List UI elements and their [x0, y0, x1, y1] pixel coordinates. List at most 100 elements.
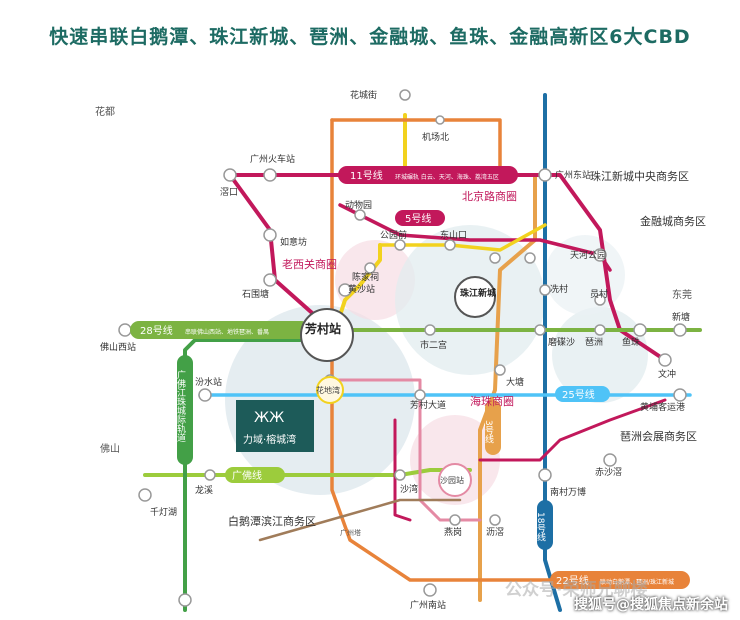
label-beicun: 员村	[590, 288, 608, 300]
dot-huangpu	[673, 388, 687, 402]
dot-longxi	[204, 469, 216, 481]
badge-22	[550, 571, 690, 589]
label-yuzhu: 鱼珠	[622, 336, 640, 348]
label-dongshankou: 东山口	[440, 229, 467, 241]
dot-huacheng	[399, 89, 411, 101]
dot-beicun	[594, 294, 606, 306]
place-jrc: 金融城商务区	[640, 214, 706, 228]
place-gztower: 广州塔	[340, 528, 361, 537]
dot-gzhz	[263, 168, 277, 182]
place-huadu: 花都	[95, 105, 115, 118]
station-dots	[118, 89, 687, 607]
badge-11-text: 11号线	[350, 169, 383, 182]
line-dark-path	[258, 498, 462, 542]
label-huacheng: 花城街	[350, 89, 377, 101]
label-chisha: 赤沙滘	[595, 467, 622, 478]
label-fenshui: 汾水站	[195, 376, 222, 388]
place-zjxc-cbd: 珠江新城中央商务区	[590, 169, 689, 183]
badge-5-text: 5号线	[405, 212, 431, 225]
project-name: 力域·榕城湾	[243, 433, 296, 446]
hub-fangcun-circle	[300, 308, 354, 362]
dot-yangji	[489, 252, 501, 264]
hub-zjxc-label: 珠江新城	[460, 287, 496, 299]
dot-gzdz	[538, 168, 552, 182]
label-jinhu: 陈家祠	[352, 271, 379, 283]
place-baietan: 白鹅潭滨江商务区	[228, 514, 316, 528]
label-gzhz: 广州火车站	[250, 153, 295, 165]
badge-11-note: 环城碾轨 白云、天河、海珠、荔湾五区	[395, 173, 499, 181]
line-11-left	[228, 173, 322, 322]
place-dongguan: 东莞	[672, 288, 692, 301]
badge-25	[555, 386, 610, 402]
dot-ruyi	[263, 228, 277, 242]
place-foshan: 佛山	[100, 442, 120, 455]
badge-11	[338, 166, 518, 184]
line-gfjc-path	[183, 338, 302, 612]
badge-28-text: 28号线	[140, 324, 173, 337]
badge-22-text: 22号线	[556, 574, 589, 587]
hub-zjxc-circle	[454, 276, 496, 318]
dot-tianhegy	[593, 248, 607, 262]
label-shier: 市二宫	[420, 339, 447, 351]
dot-shiwei	[263, 273, 277, 287]
dot-gongyuanqian	[394, 239, 406, 251]
dot-dongwuyuan	[354, 209, 366, 221]
label-dongwuyuan: 动物园	[345, 199, 372, 211]
hub-fangcun-label: 芳村站	[305, 321, 341, 336]
label-mosha: 磨碟沙	[548, 337, 575, 348]
dot-pazhou	[594, 324, 606, 336]
dot-jichangbei	[435, 115, 445, 125]
badge-18-text: 18号线	[535, 512, 546, 541]
dot-shier	[424, 324, 436, 336]
dot-foshanxz	[118, 323, 132, 337]
dot-dadun	[494, 364, 506, 376]
line-badges: 11号线 环城碾轨 白云、天河、海珠、荔湾五区 5号线 28号线 串联佛山西站、…	[130, 166, 690, 589]
map-headline: 快速串联白鹅潭、珠江新城、琶洲、金融城、鱼珠、金融高新区6大CBD	[49, 26, 691, 48]
label-fangcundadao: 芳村大道	[410, 399, 446, 411]
station-labels: 花城街 机场北 广州火车站 广州东站 滘口 动物园 公园前 东山口 陈家祠 如意…	[100, 89, 690, 611]
dot-nanchun	[538, 468, 552, 482]
dot-dongshankou	[444, 239, 456, 251]
dot-xinzhong	[673, 323, 687, 337]
badge-gfjc	[177, 355, 193, 465]
hub-stations: 芳村站 珠江新城 花地湾 沙园站	[300, 276, 496, 497]
label-wenchong: 文冲	[658, 368, 676, 380]
label-longxi: 龙溪	[195, 484, 213, 496]
place-haizhu: 海珠商圈	[470, 394, 514, 408]
badge-28-note: 串联佛山西站、地铁琶洲、番禺	[185, 328, 269, 336]
badge-3	[485, 400, 501, 455]
hub-huadiwan-circle	[316, 376, 344, 404]
label-nanchun: 南村万博	[550, 486, 586, 498]
district-labels: 花都 佛山 东莞 老西关商圈 北京路商圈 珠江新城中央商务区 金融城商务区 海珠…	[95, 105, 706, 537]
badge-gfjc-text: 广佛江珠城际轨道	[175, 369, 186, 443]
dot-shawan	[394, 469, 406, 481]
dot-fenshui	[198, 388, 212, 402]
place-pazhou-hz: 琶洲会展商务区	[620, 429, 697, 443]
badge-22-note: 联动白鹅潭、琶洲/珠江新城	[600, 578, 674, 586]
label-huangsha: 黄沙站	[348, 283, 375, 295]
badge-25-text: 25号线	[562, 388, 595, 401]
label-ruyi: 如意坊	[280, 236, 307, 248]
label-pazhou: 琶洲	[585, 337, 603, 348]
dot-jinhu	[364, 262, 376, 274]
badge-3-text: 3号线	[483, 420, 494, 444]
project-marker: ЖЖ 力域·榕城湾	[236, 400, 314, 452]
label-xinzhong: 新塘	[672, 311, 690, 323]
line-pink-east	[478, 398, 667, 462]
dot-liuwan	[489, 514, 501, 526]
watermark-sohu: 搜狐号@搜狐焦点新余站	[574, 597, 728, 613]
line-pink-south	[393, 418, 412, 522]
dot-fangcundadao	[414, 389, 426, 401]
project-box	[236, 400, 314, 452]
badge-18	[537, 500, 553, 550]
label-gznan: 广州南站	[410, 599, 446, 611]
dot-xiancun	[539, 284, 551, 296]
dot-yuzhu	[633, 323, 647, 337]
label-yanggang: 燕岗	[444, 526, 462, 538]
dot-yanggang	[449, 514, 461, 526]
place-beijinglu: 北京路商圈	[462, 189, 517, 203]
line-yellow-east	[378, 223, 547, 252]
label-liuwan: 沥滘	[486, 527, 504, 538]
label-xiancun: 冼村	[550, 283, 568, 295]
